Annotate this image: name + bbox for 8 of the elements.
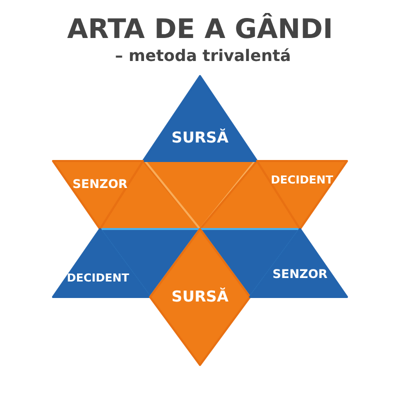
node-label: SENZOR [272,268,328,280]
node-label: SURSĂ [172,290,228,304]
title: ARTA DE A GÂNDI [66,14,334,45]
node-label: SURSĂ [172,130,228,146]
node-label: DECIDENT [270,174,334,186]
node-label: SENZOR [72,178,128,190]
node-label: DECIDENT [66,272,130,284]
subtitle: – metoda trivalentá [115,46,291,65]
